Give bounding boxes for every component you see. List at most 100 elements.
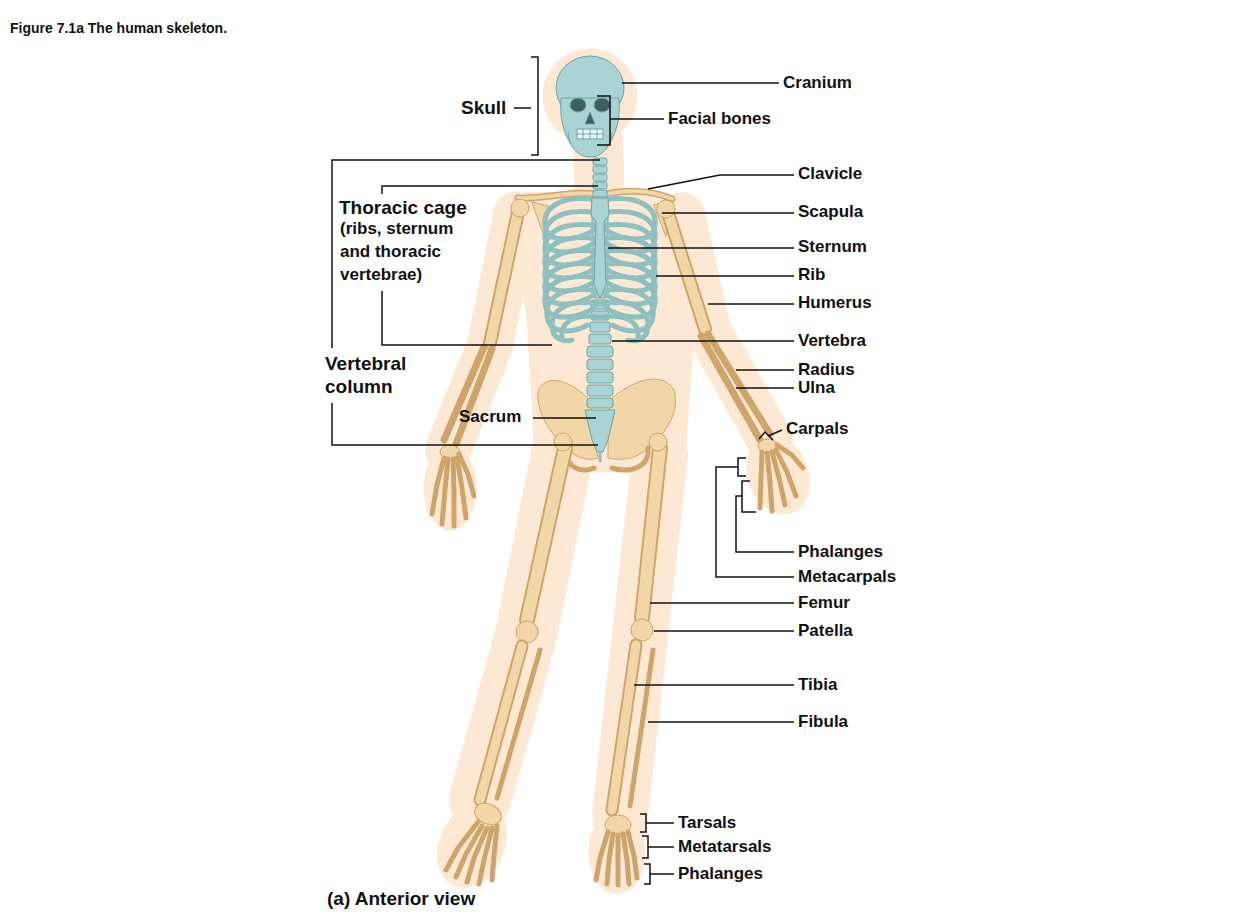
region-label: Thoracic cage [339,197,467,219]
leader-lines [662,212,794,214]
leader-lines [708,303,794,305]
vertebrae [587,398,613,408]
limb-bones [497,650,540,798]
left-ribs [552,303,598,341]
limb-bones [453,459,454,526]
skull [597,129,598,139]
bone-label: Phalanges [798,543,883,561]
vertebrae [587,359,613,370]
leader-lines [597,96,610,145]
bone-label: Phalanges [678,865,763,883]
body-silhouette [424,49,820,898]
leader-lines [738,458,746,476]
pelvis [608,379,675,459]
leader-lines [736,496,794,552]
bone-label: Carpals [786,420,848,438]
skull [590,129,591,139]
right-ribs [602,199,655,341]
body-silhouette [736,427,820,523]
leader-lines [650,602,794,604]
leader-lines [742,481,756,512]
left-ribs [545,199,598,341]
ribs [545,199,655,341]
body-silhouette [589,810,645,894]
bone-label: Metatarsals [678,838,772,856]
leader-lines [648,175,794,189]
leader-lines [768,430,782,436]
leader-lines [608,247,794,249]
limb-bones [527,448,565,620]
bone-label: Clavicle [798,165,862,183]
vertebrae [589,334,611,344]
body-silhouette [543,49,637,143]
bone-label: Facial bones [668,110,771,128]
bone-label: Tarsals [678,814,736,832]
body-silhouette [424,446,476,530]
sternum [591,198,609,298]
limb-bones [432,191,803,885]
limb-bones [642,448,660,618]
vertebrae [587,385,613,396]
pelvis [612,448,648,470]
bone-label: Radius [798,361,855,379]
leader-lines [332,403,598,445]
limb-bones [616,835,621,885]
bone-label: Humerus [798,294,872,312]
region-label: Vertebral column [325,352,440,398]
limb-bones [630,650,653,806]
leader-lines [533,417,596,419]
vertebrae [590,322,610,332]
bone-label: Tibia [798,676,837,694]
limb-bones [668,213,705,329]
bone-label: Vertebra [798,332,866,350]
leader-lines [759,432,773,440]
limb-bones [459,454,474,496]
vertebrae [587,372,613,383]
leader-lines [648,846,674,848]
skull [585,112,595,124]
leader-lines [382,186,598,194]
leader-lines [654,630,794,632]
leader-lines [648,721,794,723]
limb-bones [490,212,518,343]
limb-bones [511,199,529,217]
limb-bones [642,448,660,618]
skull [583,129,584,139]
vertebrae [593,166,607,173]
limb-bones [527,448,565,620]
right-ribs [602,316,638,338]
limb-bones [767,453,772,511]
limb-bones [668,213,705,329]
axial-skeleton [599,452,602,462]
right-ribs [602,303,648,341]
figure-caption: (a) Anterior view [327,889,475,909]
limb-bones [554,433,572,451]
bone-label: Scapula [798,203,863,221]
leader-lines [634,684,794,686]
bone-label: Femur [798,594,850,612]
axial-skeleton [545,56,655,462]
vertebrae [592,198,608,298]
bone-label: Sternum [798,238,867,256]
leader-lines [531,57,538,155]
leader-lines [644,864,650,884]
region-label: Skull [461,97,506,119]
limb-bones [649,433,667,451]
leader-lines [382,291,552,345]
leader-lines [716,467,794,577]
limb-bones [657,200,675,218]
body-silhouette [424,792,519,899]
leader-lines [622,82,779,84]
leader-lines [610,118,664,120]
limb-bones [490,212,518,343]
figure-title: Figure 7.1a The human skeleton. [10,20,227,37]
leader-lines [736,369,794,371]
limb-bones [492,826,497,880]
leader-lines [736,387,794,389]
region-note: (ribs, sternum and thoracic vertebrae) [340,217,480,286]
skull [594,98,610,112]
leader-lines [650,873,674,875]
leader-lines [642,836,648,858]
